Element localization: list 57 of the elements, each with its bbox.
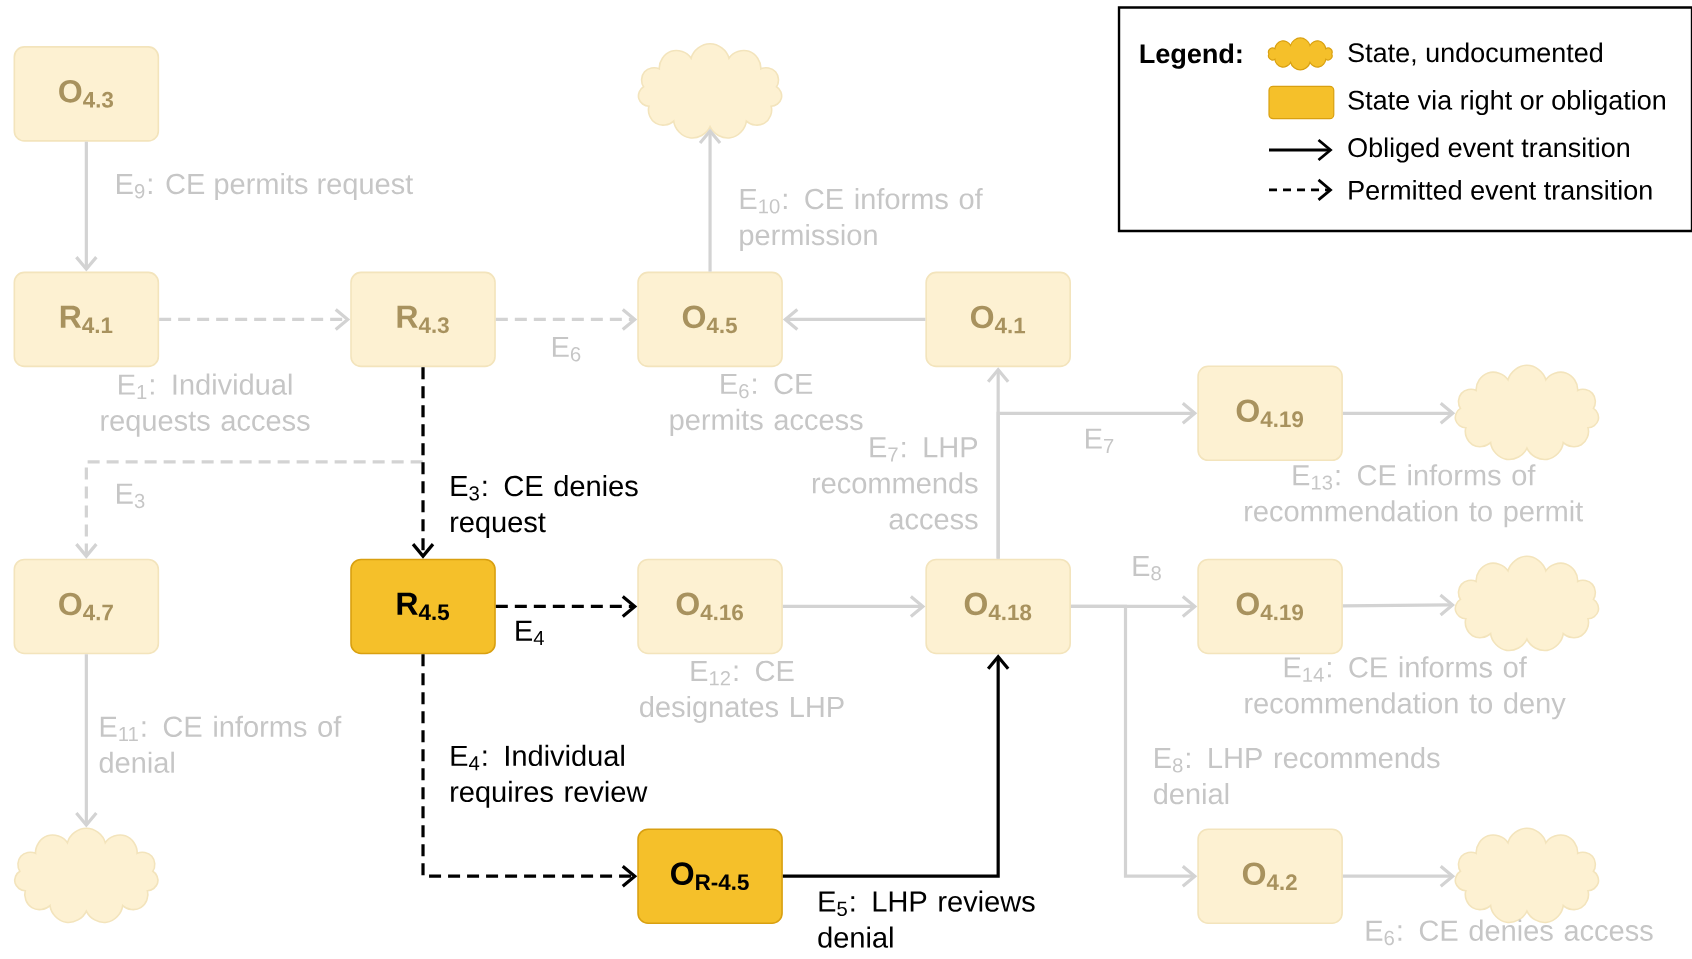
arrow [782, 308, 926, 331]
legend-label: State via right or obligation [1348, 89, 1665, 115]
cloud-shape [13, 827, 159, 924]
legend-label: State, undocumented [1348, 42, 1602, 66]
edge-label: E$_{3}$ [117, 483, 145, 508]
state-box: O$_{4.16}$ [637, 558, 783, 655]
edge-label: E$_{10}$: CE informs of permission [740, 187, 983, 251]
cloud-shape [1454, 364, 1600, 461]
arrow [1342, 401, 1456, 425]
arrow [159, 308, 351, 331]
state-box: R$_{4.5}$ [350, 558, 496, 655]
state-box: O$_{4.2}$ [1197, 828, 1343, 924]
arrow [495, 308, 638, 331]
arrow [1342, 864, 1456, 888]
state-box: O$_{4.7}$ [13, 558, 160, 655]
state-box: O$_{4.18}$ [925, 558, 1071, 655]
state-box: O$_{4.3}$ [13, 45, 160, 142]
edge-label: E$_{6}$: CE denies access [1366, 919, 1653, 945]
state-box: O$_{4.5}$ [637, 271, 783, 368]
edge-label: E$_{6}$: CE permits access [670, 373, 863, 436]
state-box: O$_{4.1}$ [925, 271, 1071, 368]
arrow [1070, 604, 1198, 888]
edge-label: E$_{6}$ [552, 336, 581, 362]
arrow [996, 401, 1198, 559]
edge-label: E$_{11}$: CE informs of denial [99, 715, 342, 773]
arrow [495, 595, 638, 618]
edge-label: E$_{7}$ [1086, 428, 1114, 453]
arrow [75, 654, 98, 828]
legend-label: Obliged event transition [1348, 137, 1629, 163]
arrow [782, 595, 926, 618]
edge-label: E$_{8}$ [1133, 555, 1161, 581]
edge-label: E$_{3}$: CE denies request [451, 474, 638, 538]
legend-heading: Legend: [1140, 43, 1242, 69]
edge-label: E$_{5}$: LHP reviews denial [818, 890, 1035, 948]
edge-label: E$_{14}$: CE informs of recommendation to deny [1245, 656, 1566, 720]
state-box: O$_{4.19}$ [1197, 558, 1343, 655]
state-box: R$_{4.3}$ [350, 271, 496, 368]
edge-label: E$_{13}$: CE informs of recommendation to permit [1245, 464, 1584, 528]
arrow [75, 141, 98, 272]
arrow [421, 654, 638, 888]
edge-label: E$_{12}$: CE designates LHP [640, 660, 844, 723]
edge-label: E$_{1}$: Individual requests access [101, 373, 310, 437]
state-box: O$_{4.19}$ [1197, 365, 1343, 461]
arrow [411, 367, 435, 559]
edge-label: E$_{8}$: LHP recommends denial [1153, 746, 1440, 805]
state-box: R$_{4.1}$ [13, 271, 160, 368]
arrow [782, 654, 1010, 878]
state-box: O$_{R-4.5}$ [637, 828, 783, 924]
edge-label: E$_{9}$: CE permits request [117, 172, 414, 200]
edge-label: E$_{7}$: LHP recommends access [812, 437, 978, 530]
arrow [1342, 593, 1455, 617]
edge-label: E$_{4}$: Individual requires review [451, 744, 648, 808]
cloud-shape [1454, 555, 1600, 652]
edge-label: E$_{4}$ [516, 620, 544, 645]
legend-label: Permitted event transition [1349, 179, 1652, 200]
arrow [698, 128, 722, 272]
cloud-shape [637, 42, 783, 139]
